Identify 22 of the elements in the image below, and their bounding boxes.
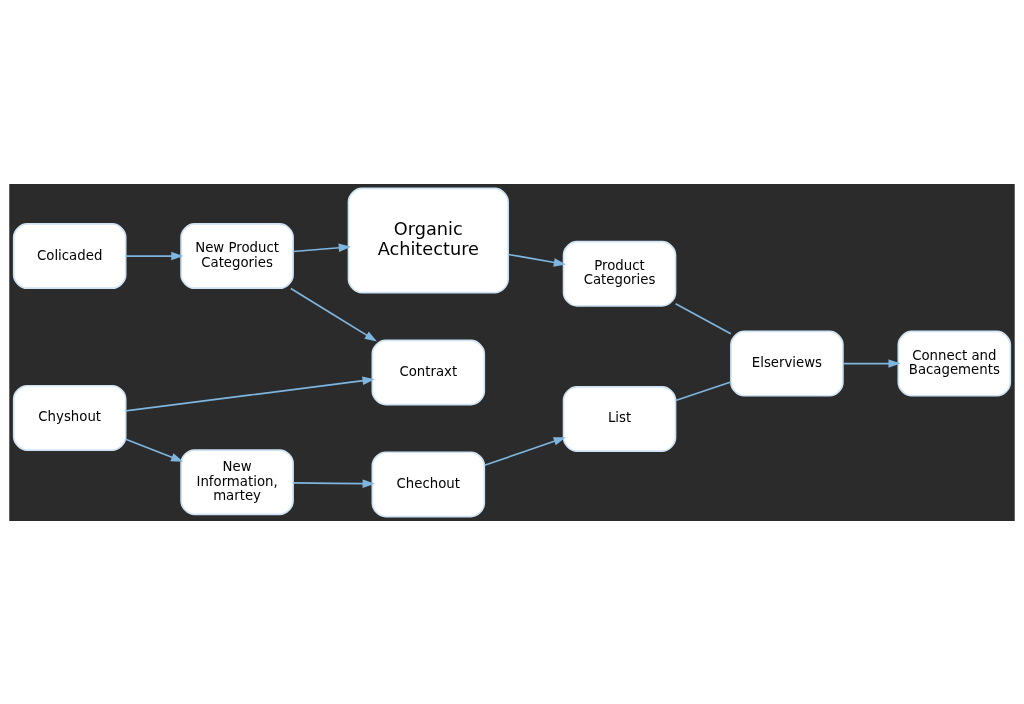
node-box: Connect and Bacagements xyxy=(897,330,1012,397)
arrow xyxy=(292,478,375,488)
arrow xyxy=(290,287,377,342)
arrow xyxy=(507,253,566,267)
arrow xyxy=(124,251,184,260)
node-box: New Information, martey xyxy=(180,448,294,515)
connector xyxy=(674,380,732,401)
node-box: Organic Achitecture xyxy=(347,187,509,293)
node-box: Chechout xyxy=(371,450,486,517)
node-box: Chyshout xyxy=(12,384,127,451)
node-box: Product Categories xyxy=(562,240,677,307)
arrow xyxy=(124,375,375,412)
node-box: Colicaded xyxy=(12,222,127,289)
arrow xyxy=(483,436,566,466)
connector xyxy=(674,302,732,334)
node-box: Contraxt xyxy=(371,339,486,405)
arrow xyxy=(842,358,901,368)
arrow xyxy=(124,438,184,462)
node-box: New Product Categories xyxy=(180,222,294,289)
node-box: List xyxy=(562,385,677,452)
arrow xyxy=(292,243,351,252)
node-box: Elserviews xyxy=(730,330,844,397)
